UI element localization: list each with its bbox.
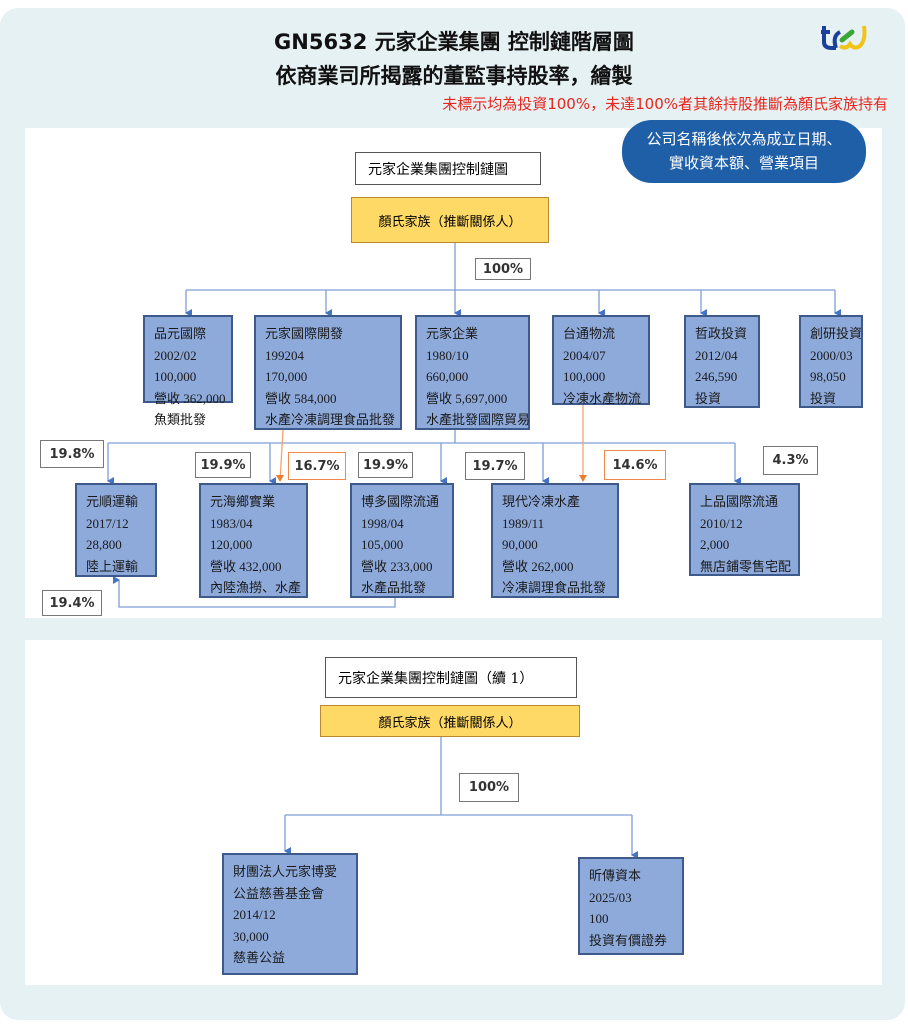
page-subtitle: 依商業司所揭露的董監事持股率，繪製 [275,64,633,88]
company-box-line: 水產批發國際貿易 [426,412,531,427]
company-box-line: 台通物流 [563,326,616,341]
company-box-line: 2012/04 [695,347,738,363]
root-pct-label: 100% [475,258,531,280]
company-box-line: 營收 5,697,000 [426,390,508,406]
company-box-line: 博多國際流通 [361,494,440,509]
company-box: 昕傳資本 2025/03 100 投資有價證券 [578,857,684,955]
company-box-line: 投資有價證券 [589,932,668,948]
pct-xiandai: 19.7% [465,452,525,480]
company-box: 哲政投資 2012/04 246,590 投資 [684,315,760,408]
company-box-line: 105,000 [361,537,404,552]
company-box-line: 100 [589,911,609,926]
legend-note: 未標示均為投資100%，未達100%者其餘持股推斷為顏氏家族持有 [442,95,888,113]
company-box-line: 30,000 [233,928,269,944]
company-box-line: 魚類批發 [154,412,207,427]
company-box: 元順運輸 2017/12 28,800 陸上運輸 [75,483,157,577]
pct-xiandai-orange: 14.6% [604,450,666,480]
company-box-line: 2002/02 [154,347,197,363]
company-box-line: 營收 262,000 [502,558,574,574]
company-box-line: 營收 362,000 [154,390,226,406]
company-box-line: 1998/04 [361,515,404,531]
pct-shangpin: 4.3% [763,446,818,475]
chart-title-2: 元家企業集團控制鏈圖（續 1） [325,657,577,698]
company-box: 創研投資 2000/03 98,050 投資 [799,315,863,408]
company-box-line: 1980/10 [426,347,469,363]
company-box-line: 內陸漁撈、水產 [210,580,302,595]
company-box-line: 98,050 [810,369,846,384]
company-box-line: 營收 233,000 [361,558,433,574]
company-box-line: 陸上運輸 [86,558,139,574]
company-box-line: 慈善公益 [233,950,286,965]
company-box-line: 品元國際 [154,326,207,341]
company-box-line: 2025/03 [589,889,632,905]
pct-yuanhai: 19.9% [195,452,251,478]
company-box: 財團法人元家博愛公益慈善基金會 2014/12 30,000 慈善公益 [222,853,358,975]
pct-yuanshun: 19.8% [40,440,104,468]
company-box: 元海鄉實業 1983/04 120,000 營收 432,000 內陸漁撈、水產 [199,483,308,598]
company-box-line: 現代冷凍水產 [502,494,581,509]
company-box-line: 創研投資 [810,326,863,341]
ted-logo [820,22,874,56]
company-box-line: 元海鄉實業 [210,494,276,509]
chart-title: 元家企業集團控制鏈圖 [355,152,541,185]
pct-boduo: 19.9% [358,452,413,478]
company-box: 博多國際流通 1998/04 105,000 營收 233,000 水產品批發 [350,483,454,598]
page-title: GN5632 元家企業集團 控制鏈階層圖 [274,30,634,54]
callout-line: 實收資本額、營業項目 [668,154,819,172]
company-box-line: 120,000 [210,537,253,552]
company-box-line: 營收 432,000 [210,558,282,574]
company-box-line: 元家企業 [426,326,479,341]
company-box-line: 無店鋪零售宅配 [700,558,792,574]
company-box-line: 冷凍水產物流 [563,390,642,406]
company-box-line: 營收 584,000 [265,390,337,406]
company-box-line: 財團法人元家博愛 [233,864,338,879]
pct-boduo-to-yuanshun: 19.4% [42,590,102,616]
company-box: 現代冷凍水產 1989/11 90,000 營收 262,000 冷凍調理食品批發 [491,483,619,598]
company-box-line: 170,000 [265,369,308,384]
company-box-line: 2000/03 [810,347,853,363]
root-family-box-2: 顏氏家族（推斷關係人） [320,705,580,737]
company-box-line: 水產冷凍調理食品批發 [265,412,396,427]
company-box-line: 元家國際開發 [265,326,344,341]
company-box-line: 2014/12 [233,907,276,922]
company-box: 台通物流 2004/07 100,000 冷凍水產物流 [552,315,650,406]
company-box-line: 公益慈善基金會 [233,885,325,901]
company-box-line: 246,590 [695,369,738,384]
company-box-line: 水產品批發 [361,580,427,595]
company-box-line: 昕傳資本 [589,868,642,883]
company-box-line: 90,000 [502,537,538,552]
company-box-line: 2004/07 [563,347,606,363]
company-box-line: 2017/12 [86,515,129,531]
info-callout: 公司名稱後依次為成立日期、 實收資本額、營業項目 [622,120,866,183]
company-box-line: 2010/12 [700,515,743,531]
company-box-line: 冷凍調理食品批發 [502,580,607,595]
company-box-line: 1983/04 [210,515,253,531]
company-box: 上品國際流通 2010/12 2,000 無店鋪零售宅配 [689,483,800,576]
company-box-line: 哲政投資 [695,326,748,341]
company-box-line: 投資 [695,390,722,406]
company-box-line: 100,000 [154,369,197,384]
callout-line: 公司名稱後依次為成立日期、 [646,130,842,148]
company-box: 品元國際 2002/02 100,000 營收 362,000 魚類批發 [143,315,233,427]
company-box-line: 1989/11 [502,515,545,531]
company-box-line: 199204 [265,347,304,363]
root-family-box: 顏氏家族（推斷關係人） [351,197,549,243]
pct-yuanhai-orange: 16.7% [288,452,346,480]
company-box-line: 上品國際流通 [700,494,779,509]
company-box-line: 元順運輸 [86,494,139,509]
company-box: 元家企業 1980/10 660,000 營收 5,697,000 水產批發國際貿易 [415,315,530,430]
company-box-line: 28,800 [86,537,122,552]
company-box-line: 660,000 [426,369,469,384]
root-pct-label-2: 100% [459,773,519,802]
company-box-line: 2,000 [700,537,730,552]
company-box: 元家國際開發 199204 170,000 營收 584,000 水產冷凍調理食品批發 [254,315,402,430]
company-box-line: 投資 [810,390,837,406]
company-box-line: 100,000 [563,369,606,384]
